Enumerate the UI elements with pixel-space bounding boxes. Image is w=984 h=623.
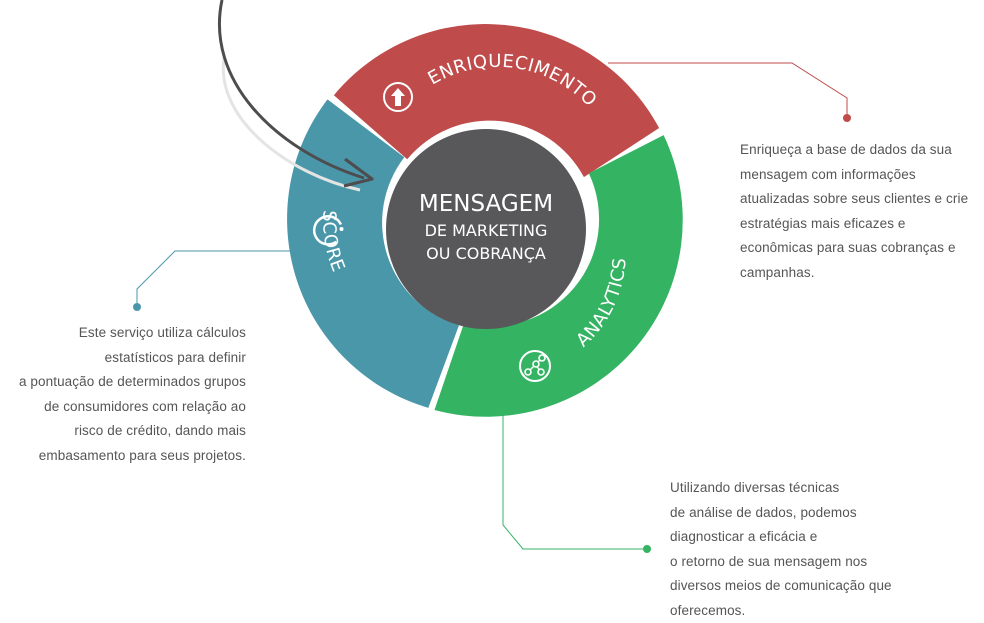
connector-analytics bbox=[503, 414, 651, 553]
description-line: o retorno de sua mensagem nos bbox=[670, 550, 892, 575]
description-line: diversos meios de comunicação que bbox=[670, 574, 892, 599]
description-line: de consumidores com relação ao bbox=[19, 395, 246, 420]
description-line: atualizadas sobre seus clientes e crie bbox=[740, 187, 968, 212]
description-line: embasamento para seus projetos. bbox=[19, 444, 246, 469]
description-score: Este serviço utiliza cálculos estatístic… bbox=[19, 321, 246, 468]
center-title: MENSAGEM bbox=[419, 191, 553, 217]
description-line: estatísticos para definir bbox=[19, 346, 246, 371]
center-line-3: OU COBRANÇA bbox=[426, 244, 546, 263]
description-line: a pontuação de determinados grupos bbox=[19, 370, 246, 395]
description-line: oferecemos. bbox=[670, 599, 892, 623]
description-line: Enriqueça a base de dados da sua bbox=[740, 138, 968, 163]
description-analytics: Utilizando diversas técnicas de análise … bbox=[670, 476, 892, 623]
description-line: Utilizando diversas técnicas bbox=[670, 476, 892, 501]
description-line: estratégias mais eficazes e bbox=[740, 212, 968, 237]
center-line-2: DE MARKETING bbox=[425, 221, 548, 240]
description-line: campanhas. bbox=[740, 261, 968, 286]
description-line: diagnosticar a eficácia e bbox=[670, 525, 892, 550]
description-line: Este serviço utiliza cálculos bbox=[19, 321, 246, 346]
description-line: econômicas para suas cobranças e bbox=[740, 236, 968, 261]
description-line: mensagem com informações bbox=[740, 163, 968, 188]
description-line: de análise de dados, podemos bbox=[670, 501, 892, 526]
description-line: risco de crédito, dando mais bbox=[19, 419, 246, 444]
description-enriquecimento: Enriqueça a base de dados da sua mensage… bbox=[740, 138, 968, 285]
